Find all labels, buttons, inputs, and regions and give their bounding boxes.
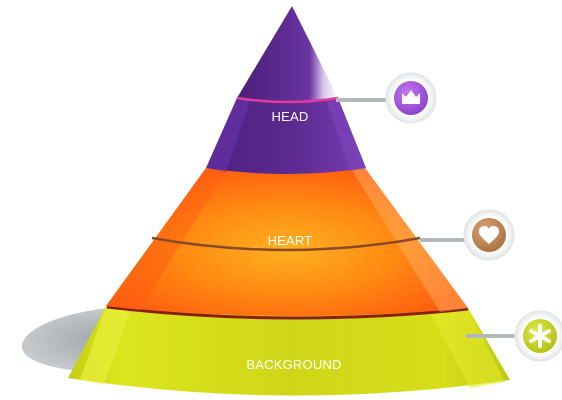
- asterisk-icon: [529, 324, 551, 348]
- background-badge: [514, 310, 562, 362]
- tier-head: [206, 6, 366, 174]
- tier-heart-divider: [151, 236, 421, 252]
- tier-head-lower: [206, 98, 366, 174]
- tier-heart: [106, 168, 468, 317]
- tier-head-lower-shade-left: [206, 98, 250, 172]
- tier-background-highlight-left: [80, 306, 130, 384]
- tier-background: [68, 305, 510, 396]
- tier-background-label: BACKGROUND: [246, 357, 341, 372]
- heart-icon: [479, 226, 499, 244]
- tier-head-lower-shade-right: [326, 98, 366, 171]
- tier-head-label: HEAD: [272, 109, 309, 124]
- head-badge: [385, 72, 437, 124]
- tier-background-rim: [106, 305, 469, 320]
- tier-heart-label: HEART: [268, 233, 313, 248]
- tier-background-highlight-right: [430, 308, 505, 388]
- tier-background-body: [68, 306, 510, 396]
- tier-head-cap: [237, 6, 338, 102]
- crown-icon: [402, 90, 420, 104]
- tier-head-rim: [236, 96, 339, 104]
- heart-badge: [463, 209, 515, 261]
